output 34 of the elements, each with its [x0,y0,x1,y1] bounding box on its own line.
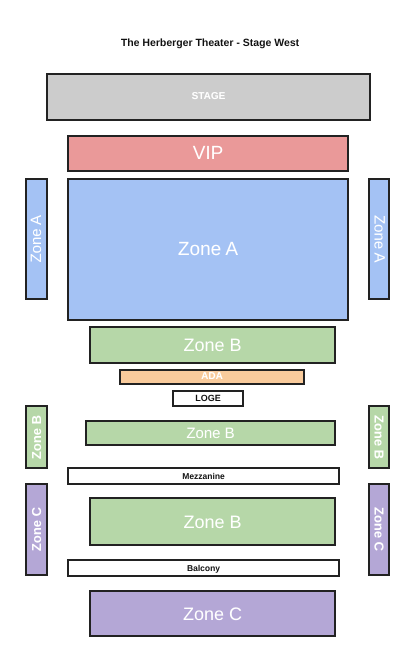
section-label: Zone A [178,240,238,259]
section-label: Zone B [372,414,386,460]
section-label: Zone B [183,512,242,530]
section-label: Balcony [186,564,220,572]
seating-section [67,559,340,577]
seating-section [368,483,390,576]
title: The Herberger Theater - Stage West [120,37,300,49]
seating-section [85,420,336,446]
seating-section [25,483,48,576]
section-label: LOGE [195,394,221,403]
section-label: Mezzanine [182,472,225,480]
seating-section [119,369,305,385]
seating-section [89,326,336,364]
section-label: Zone C [182,604,242,622]
seating-section [67,135,349,172]
seating-section [368,405,390,469]
seating-section [25,178,48,300]
section-label: ADA [201,372,223,382]
seating-section [89,590,336,637]
section-label: VIP [192,144,224,163]
section-label: Zone C [30,507,43,552]
seating-section [368,178,390,300]
section-label: Zone B [186,426,235,440]
stage-block [46,73,371,121]
section-label: Zone C [372,507,386,552]
seating-section [89,497,336,546]
section-label: Zone B [183,336,242,354]
seating-section [67,178,349,321]
seating-section [172,390,244,407]
section-label: Zone B [30,414,43,460]
section-label: Zone A [372,215,386,263]
section-label: Zone A [29,215,44,263]
seating-section [67,467,340,485]
seating-section [25,405,48,469]
